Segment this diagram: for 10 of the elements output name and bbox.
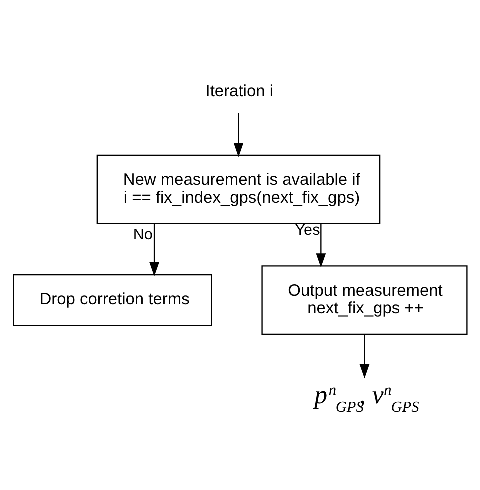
arrow — [316, 224, 326, 268]
arrow — [359, 334, 370, 379]
node-box: Drop corretion terms — [12, 274, 212, 326]
arrow — [149, 224, 159, 277]
edge-label: No — [132, 226, 152, 244]
arrow — [233, 113, 244, 158]
node-box: Output measurement next_fix_gps ++ — [261, 266, 468, 336]
node-box: New measurement is available if i == fix_index_gps(next_fix_gps) — [96, 154, 380, 224]
edge-label: Yes — [294, 222, 320, 239]
node-text: Iteration i — [205, 82, 274, 100]
